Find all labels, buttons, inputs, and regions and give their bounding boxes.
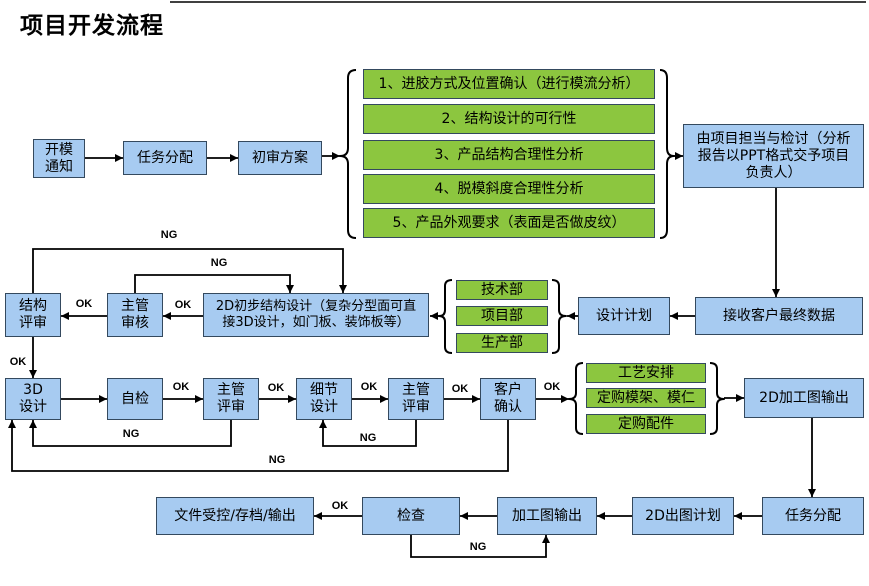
node-document-control: 文件受控/存档/输出 xyxy=(156,497,314,535)
label-review-2-reject: NG xyxy=(359,432,377,444)
checklist-item: 3、产品结构合理性分析 xyxy=(363,140,655,170)
label-inspection-reject: NG xyxy=(469,541,487,553)
brace-departments-left xyxy=(438,279,453,354)
checklist-item: 1、进胶方式及位置确认（进行模流分析） xyxy=(363,69,655,99)
label-supervisor-audit-reject: NG xyxy=(210,257,228,269)
label-prelim-2d-to-supervisor-audit: OK xyxy=(174,299,192,311)
label-customer-to-procurement: OK xyxy=(543,381,561,393)
arrow-inspection-reject-loop xyxy=(410,535,550,558)
department-item: 技术部 xyxy=(456,280,548,300)
label-structure-review-to-3d: OK xyxy=(9,356,27,368)
node-supervisor-review-1: 主管 评审 xyxy=(203,378,259,420)
arrow-customer-reject-loop xyxy=(7,420,509,472)
label-review-2-to-customer: OK xyxy=(451,383,469,395)
node-supervisor-audit: 主管 审核 xyxy=(107,293,163,337)
brace-procurement-right xyxy=(709,362,725,435)
arrow-structure-review-reject-loop xyxy=(32,248,347,293)
procurement-item: 定购配件 xyxy=(586,414,706,434)
label-inspection-to-document-control: OK xyxy=(331,500,349,512)
arrow-supervisor-audit-reject-loop xyxy=(134,274,294,293)
node-output-2d-machining: 2D加工图输出 xyxy=(744,378,864,418)
checklist-item: 5、产品外观要求（表面是否做皮纹） xyxy=(363,208,655,238)
node-self-check: 自检 xyxy=(107,378,163,420)
node-initial-review: 初审方案 xyxy=(238,141,322,175)
node-design-plan: 设计计划 xyxy=(578,297,670,335)
brace-checklist-left xyxy=(339,69,357,239)
department-item: 生产部 xyxy=(456,333,548,353)
procurement-item: 工艺安排 xyxy=(586,363,706,383)
procurement-item: 定购模架、模仁 xyxy=(586,388,706,408)
brace-procurement-left xyxy=(568,362,584,435)
brace-checklist-right xyxy=(659,69,675,239)
page-title: 项目开发流程 xyxy=(20,13,164,39)
label-customer-reject: NG xyxy=(268,454,286,466)
label-structure-review-reject: NG xyxy=(160,229,178,241)
node-design-3d: 3D 设计 xyxy=(5,378,61,420)
node-detail-design: 细节 设计 xyxy=(296,378,352,420)
label-self-check-to-review-1: OK xyxy=(172,381,190,393)
node-machining-output: 加工图输出 xyxy=(497,497,597,535)
node-customer-confirm: 客户 确认 xyxy=(480,378,536,420)
node-plan-2d-drawing: 2D出图计划 xyxy=(632,497,734,535)
node-supervisor-review-2: 主管 评审 xyxy=(388,378,444,420)
node-task-assign-2: 任务分配 xyxy=(762,497,864,535)
node-project-review: 由项目担当与检讨（分析 报告以PPT格式交予项目 负责人） xyxy=(683,124,864,188)
node-task-assign-1: 任务分配 xyxy=(123,141,207,175)
node-structure-review: 结构 评审 xyxy=(5,293,61,337)
label-supervisor-audit-to-structure-review: OK xyxy=(75,298,93,310)
label-review-1-reject: NG xyxy=(122,428,140,440)
label-detail-to-review-2: OK xyxy=(360,381,378,393)
checklist-item: 4、脱模斜度合理性分析 xyxy=(363,174,655,204)
node-mold-notice: 开模 通知 xyxy=(33,139,85,178)
arrow-review-1-reject-loop xyxy=(29,420,232,447)
node-prelim-2d-design: 2D初步结构设计（复杂分型面可直 接3D设计，如门板、装饰板等） xyxy=(203,293,429,337)
checklist-item: 2、结构设计的可行性 xyxy=(363,104,655,134)
node-inspection: 检查 xyxy=(362,497,460,535)
label-review-1-to-detail: OK xyxy=(267,382,285,394)
brace-departments-right xyxy=(551,279,567,354)
department-item: 项目部 xyxy=(456,306,548,326)
node-receive-customer-data: 接收客户最终数据 xyxy=(695,297,863,335)
arrow-review-2-reject-loop xyxy=(319,420,417,447)
